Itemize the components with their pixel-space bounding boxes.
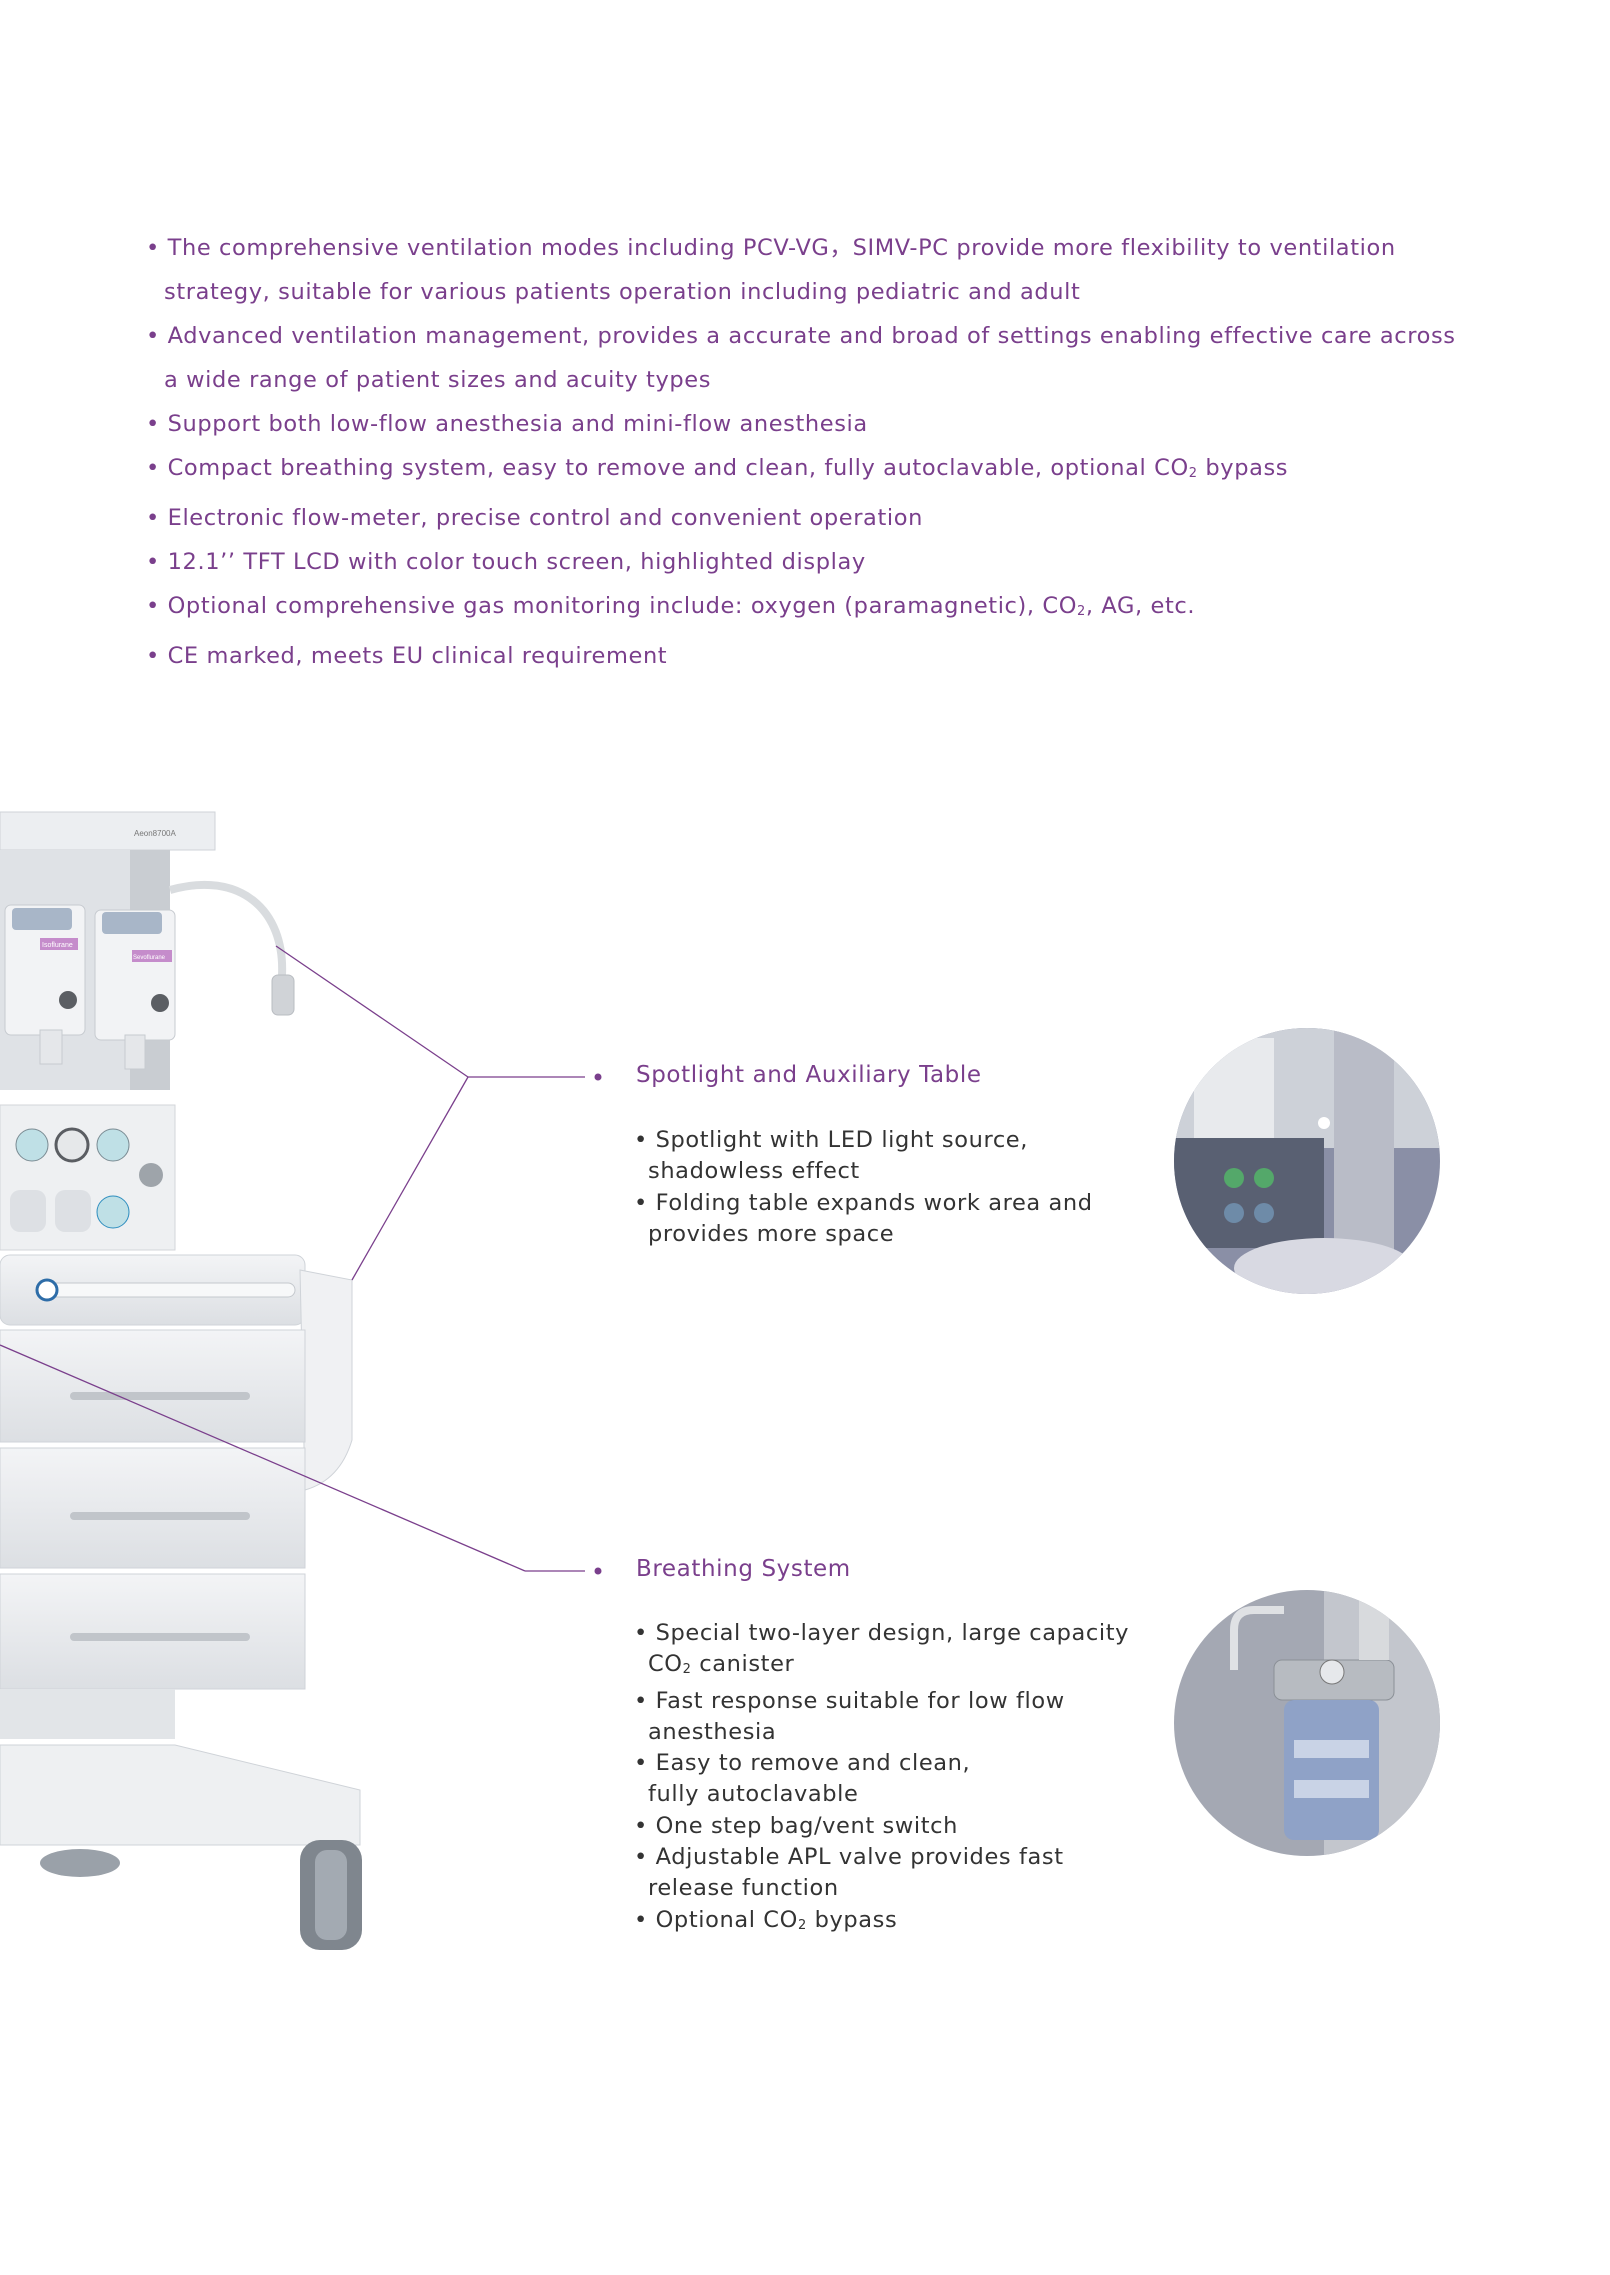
list-item: Easy to remove and clean,fully autoclava… bbox=[634, 1748, 1129, 1811]
feature-item: The comprehensive ventilation modes incl… bbox=[146, 226, 1476, 314]
spotlight-feature-list: Spotlight with LED light source,shadowle… bbox=[634, 1125, 1093, 1250]
feature-item: 12.1’’ TFT LCD with color touch screen, … bbox=[146, 540, 1476, 584]
list-item: Spotlight with LED light source,shadowle… bbox=[634, 1125, 1093, 1188]
breathing-section-title: Breathing System bbox=[636, 1556, 851, 1582]
list-item: Adjustable APL valve provides fastreleas… bbox=[634, 1842, 1129, 1905]
spotlight-section-title: Spotlight and Auxiliary Table bbox=[636, 1062, 982, 1088]
feature-item: Compact breathing system, easy to remove… bbox=[146, 446, 1476, 496]
vaporizer-1-label: Isoflurane bbox=[42, 942, 73, 949]
breathing-feature-list: Special two-layer design, large capacity… bbox=[634, 1618, 1129, 1941]
feature-list: The comprehensive ventilation modes incl… bbox=[146, 226, 1476, 678]
list-item: Fast response suitable for low flowanest… bbox=[634, 1686, 1129, 1749]
list-item: Folding table expands work area andprovi… bbox=[634, 1188, 1093, 1251]
feature-item: Optional comprehensive gas monitoring in… bbox=[146, 584, 1476, 634]
feature-item: Support both low-flow anesthesia and min… bbox=[146, 402, 1476, 446]
vaporizer-1: Isoflurane bbox=[4, 904, 86, 1065]
model-label: Aeon8700A bbox=[134, 829, 176, 838]
spotlight-photo bbox=[1174, 1028, 1440, 1294]
vaporizer-2: Sevoflurane bbox=[94, 909, 176, 1070]
feature-item: Advanced ventilation management, provide… bbox=[146, 314, 1476, 402]
feature-item: CE marked, meets EU clinical requirement bbox=[146, 634, 1476, 678]
list-item: Optional CO2 bypass bbox=[634, 1905, 1129, 1941]
feature-item: Electronic flow-meter, precise control a… bbox=[146, 496, 1476, 540]
spotlight-lamp bbox=[271, 974, 295, 1016]
vaporizer-2-label: Sevoflurane bbox=[133, 955, 166, 961]
list-item: One step bag/vent switch bbox=[634, 1811, 1129, 1842]
anesthesia-machine-image: Aeon8700A Isoflurane Sevoflurane bbox=[0, 811, 362, 1950]
breathing-system-photo bbox=[1174, 1590, 1440, 1856]
list-item: Special two-layer design, large capacity… bbox=[634, 1618, 1129, 1686]
